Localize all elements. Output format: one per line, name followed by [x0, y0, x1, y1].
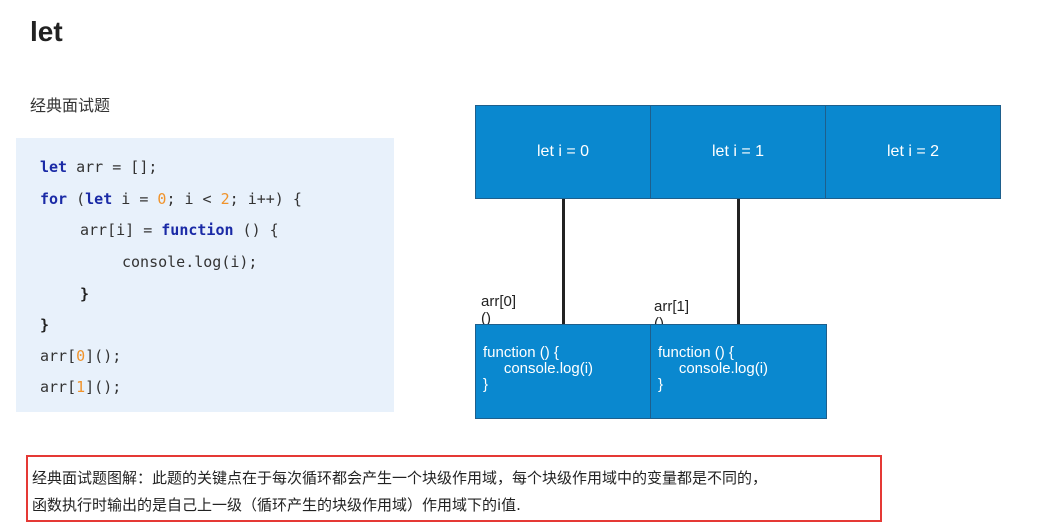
code-line-4: console.log(i); — [122, 253, 258, 271]
code-line-6: } — [40, 316, 50, 334]
note-line-2: 函数执行时输出的是自己上一级（循环产生的块级作用域）作用域下的i值. — [32, 496, 521, 514]
code-line-7: arr[0](); — [40, 347, 122, 365]
page-title: let — [30, 16, 63, 47]
scope-box-2: let i = 2 — [825, 105, 1001, 199]
code-block: let arr = []; for (let i = 0; i < 2; i++… — [16, 138, 394, 412]
code-line-8: arr[1](); — [40, 378, 122, 396]
connector-line-0 — [562, 199, 565, 324]
function-box-0: function () { console.log(i) } — [475, 324, 651, 419]
function-box-1: function () { console.log(i) } — [650, 324, 827, 419]
scope-box-1: let i = 1 — [650, 105, 826, 199]
connector-line-1 — [737, 199, 740, 324]
code-line-3: arr[i] = function () { — [80, 221, 279, 239]
section-subtitle: 经典面试题 — [30, 96, 111, 115]
call-label-0: arr[0]() — [481, 293, 517, 327]
call-label-1: arr[1]() — [654, 298, 690, 332]
explanation-note: 经典面试题图解：此题的关键点在于每次循环都会产生一个块级作用域，每个块级作用域中… — [26, 455, 882, 522]
note-line-1: 经典面试题图解：此题的关键点在于每次循环都会产生一个块级作用域，每个块级作用域中… — [32, 469, 768, 487]
code-line-1: let arr = []; — [40, 158, 158, 176]
code-line-5: } — [80, 285, 90, 303]
scope-box-0: let i = 0 — [475, 105, 651, 199]
code-line-2: for (let i = 0; i < 2; i++) { — [40, 190, 302, 208]
